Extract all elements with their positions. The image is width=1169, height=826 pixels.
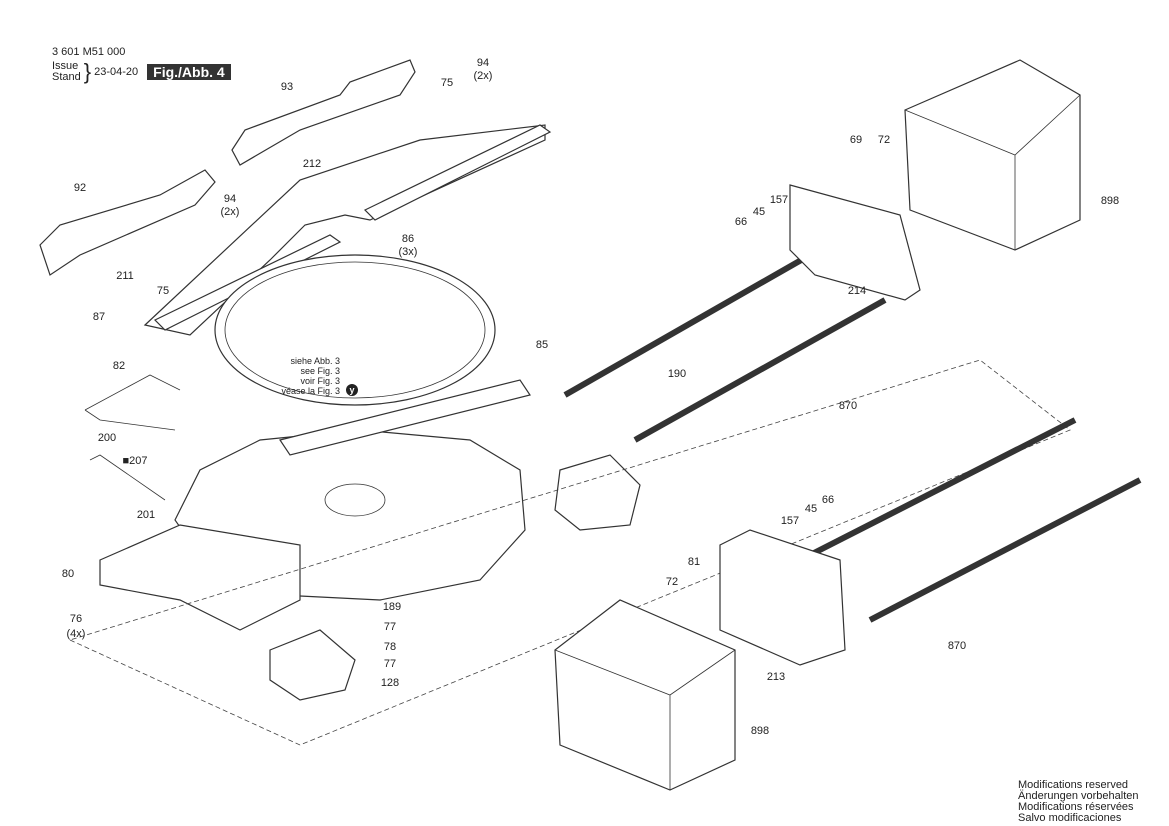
dashed-frame — [68, 359, 1071, 746]
hex-key-200 — [89, 454, 166, 501]
drawing — [39, 59, 1142, 791]
case-898-bottom — [554, 599, 736, 791]
part-label: (2x) — [474, 70, 493, 82]
part-label: 77 — [384, 621, 396, 633]
table-hub — [324, 483, 386, 517]
part-label: 157 — [770, 194, 788, 206]
base-foot-front — [269, 629, 356, 701]
part-label: 86 — [402, 233, 414, 245]
issue-date: 23-04-20 — [94, 66, 139, 78]
footer-line: Modifications reserved — [1018, 779, 1129, 791]
part-label: 898 — [1101, 195, 1119, 207]
part-label: 189 — [383, 601, 401, 613]
part-label: 870 — [948, 640, 966, 652]
fence-rail-right — [363, 124, 552, 221]
part-label: 213 — [767, 671, 785, 683]
part-label: 81 — [688, 556, 700, 568]
part-label: 75 — [441, 77, 453, 89]
miter-scale-85 — [279, 379, 531, 456]
footer-line: Salvo modificaciones — [1018, 812, 1122, 824]
part-label: 200 — [98, 432, 116, 444]
reference-marker-icon — [346, 384, 358, 396]
issue-label: Issue — [52, 60, 79, 72]
stand-label: Stand — [52, 71, 81, 83]
rail-870-a — [563, 252, 812, 398]
ring-inner-edge — [224, 261, 486, 399]
part-label: 92 — [74, 182, 86, 194]
part-label: 45 — [805, 503, 817, 515]
brace-icon: } — [83, 59, 92, 84]
fence-92 — [39, 169, 216, 276]
reference-marker: y — [349, 385, 354, 395]
part-label: 66 — [822, 494, 834, 506]
rail-870-d — [868, 477, 1142, 623]
part-label: (2x) — [221, 206, 240, 218]
part-label: 870 — [839, 400, 857, 412]
part-label: 94 — [224, 193, 236, 205]
base-foot-right — [554, 454, 641, 531]
part-labels: 9394(2x)752129294(2x)211758786(3x)858220… — [62, 57, 1119, 737]
part-label: 93 — [281, 81, 293, 93]
footer-notice: Modifications reserved Änderungen vorbeh… — [1018, 780, 1138, 824]
part-label: 77 — [384, 658, 396, 670]
part-label: 80 — [62, 568, 74, 580]
part-label: 214 — [848, 285, 866, 297]
part-label: 72 — [878, 134, 890, 146]
part-label: ■207 — [123, 455, 148, 467]
handle-82 — [84, 374, 181, 431]
part-label: (3x) — [399, 246, 418, 258]
part-label: 190 — [668, 368, 686, 380]
part-label: 211 — [116, 270, 134, 282]
part-label: 85 — [536, 339, 548, 351]
part-label: 76 — [70, 613, 82, 625]
part-label: (4x) — [67, 628, 86, 640]
figure-title: Fig./Abb. 4 — [147, 64, 231, 80]
rail-870-c — [808, 417, 1077, 558]
note-line: siehe Abb. 3 — [290, 356, 340, 366]
base-body — [99, 524, 301, 631]
part-label: 82 — [113, 360, 125, 372]
part-label: 87 — [93, 311, 105, 323]
rail-870-b — [633, 297, 887, 443]
case-898-top — [904, 59, 1081, 251]
rail-bracket-214 — [789, 184, 921, 301]
part-label: 75 — [157, 285, 169, 297]
part-label: 94 — [477, 57, 489, 69]
part-label: 45 — [753, 206, 765, 218]
part-label: 128 — [381, 677, 399, 689]
fence-93 — [231, 59, 416, 166]
ring-86 — [214, 254, 496, 406]
case-898-bottom-edges — [554, 649, 736, 790]
case-898-top-edges — [904, 94, 1081, 250]
note-block: siehe Abb. 3 see Fig. 3 voir Fig. 3 véas… — [281, 356, 358, 396]
rail-bracket-213 — [719, 529, 846, 666]
note-line: see Fig. 3 — [300, 366, 340, 376]
part-label: 66 — [735, 216, 747, 228]
note-line: voir Fig. 3 — [300, 376, 340, 386]
part-label: 898 — [751, 725, 769, 737]
part-label: 212 — [303, 158, 321, 170]
part-label: 157 — [781, 515, 799, 527]
footer-line: Änderungen vorbehalten — [1018, 790, 1139, 802]
part-number: 3 601 M51 000 — [52, 46, 126, 58]
footer-line: Modifications réservées — [1018, 801, 1134, 813]
part-label: 201 — [137, 509, 155, 521]
part-label: 69 — [850, 134, 862, 146]
part-label: 72 — [666, 576, 678, 588]
part-label: 78 — [384, 641, 396, 653]
note-line: véase la Fig. 3 — [281, 386, 340, 396]
